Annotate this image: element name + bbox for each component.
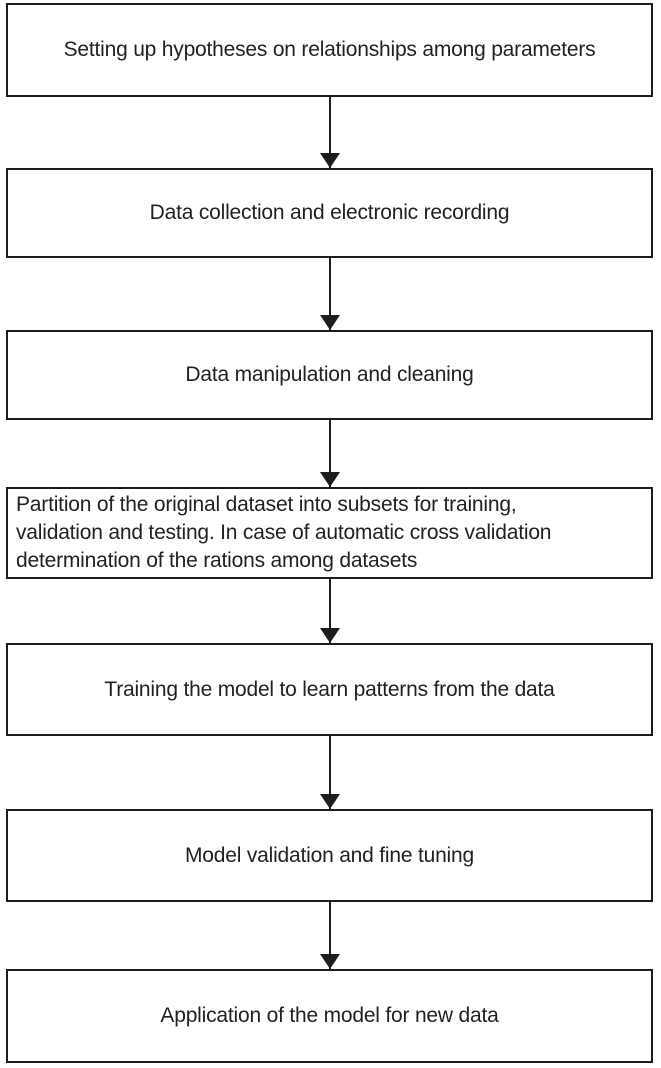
- flow-step-validation: Model validation and fine tuning: [6, 809, 653, 902]
- flow-step-training: Training the model to learn patterns fro…: [6, 643, 653, 736]
- flowchart: Setting up hypotheses on relationships a…: [6, 0, 653, 1063]
- arrow-down-icon: [328, 579, 331, 643]
- arrow-down-icon: [328, 97, 331, 168]
- flow-step-label-line: validation and testing. In case of autom…: [16, 521, 552, 544]
- flow-step-application: Application of the model for new data: [6, 969, 653, 1063]
- flow-step-label: Setting up hypotheses on relationships a…: [63, 38, 596, 61]
- flow-step-partition: Partition of the original dataset into s…: [6, 487, 653, 579]
- flow-step-label: Model validation and fine tuning: [185, 843, 474, 867]
- flow-step-hypotheses: Setting up hypotheses on relationships a…: [6, 3, 653, 97]
- arrow-down-icon: [328, 420, 331, 487]
- flow-step-label: Training the model to learn patterns fro…: [104, 677, 555, 701]
- arrow-down-icon: [328, 902, 331, 969]
- flow-step-data-manipulation: Data manipulation and cleaning: [6, 330, 653, 420]
- flow-step-label-line: determination of the rations among datas…: [16, 549, 418, 572]
- flow-step-label-line: Partition of the original dataset into s…: [16, 493, 517, 516]
- arrow-down-icon: [328, 736, 331, 809]
- flow-step-label: Application of the model for new data: [160, 1004, 499, 1027]
- flow-step-multiline-label: Partition of the original dataset into s…: [16, 491, 551, 575]
- flow-step-label: Data manipulation and cleaning: [185, 363, 474, 386]
- arrow-down-icon: [328, 258, 331, 330]
- flow-step-label: Data collection and electronic recording: [149, 201, 510, 224]
- flow-step-data-collection: Data collection and electronic recording: [6, 168, 653, 258]
